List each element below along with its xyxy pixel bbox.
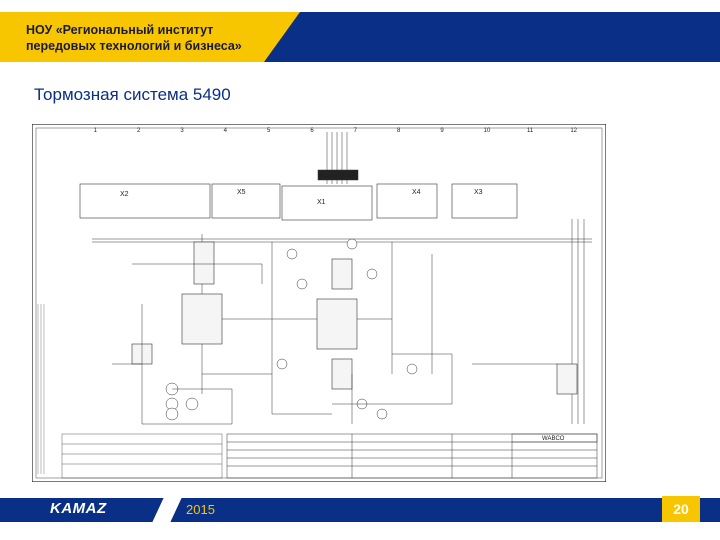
module-label: X5 bbox=[237, 189, 246, 196]
kamaz-logo-block bbox=[0, 498, 175, 522]
page-number-badge: 20 bbox=[662, 496, 700, 522]
module-label: X4 bbox=[412, 189, 421, 196]
header-accent bbox=[0, 12, 300, 62]
column-number: 10 bbox=[484, 128, 491, 134]
column-number: 9 bbox=[440, 128, 444, 134]
module-label: X2 bbox=[120, 191, 129, 198]
module-labels: X2 X5 X1 X4 X3 bbox=[120, 189, 483, 206]
title-block-caption: WABCO bbox=[542, 436, 565, 442]
connection-lines bbox=[112, 254, 557, 425]
module-label: X1 bbox=[317, 199, 326, 206]
column-number: 7 bbox=[354, 128, 358, 134]
module-boxes bbox=[79, 183, 518, 221]
column-number: 6 bbox=[310, 128, 314, 134]
organization-name: НОУ «Региональный институт передовых тех… bbox=[26, 23, 242, 53]
column-number: 3 bbox=[180, 128, 184, 134]
wiring-harness bbox=[92, 132, 592, 424]
column-number: 11 bbox=[527, 128, 534, 134]
module-label: X3 bbox=[474, 189, 483, 196]
column-number: 8 bbox=[397, 128, 401, 134]
column-number: 5 bbox=[267, 128, 271, 134]
notes-block bbox=[61, 433, 223, 479]
kamaz-logo: KAMAZ bbox=[50, 500, 107, 517]
column-number: 4 bbox=[224, 128, 228, 134]
column-number: 2 bbox=[137, 128, 141, 134]
column-number: 1 bbox=[94, 128, 98, 134]
year-label: 2015 bbox=[186, 502, 215, 517]
page-number: 20 bbox=[673, 501, 689, 517]
valve-blocks bbox=[131, 241, 578, 395]
slide-title: Тормозная система 5490 bbox=[34, 85, 231, 104]
legend-text bbox=[37, 304, 45, 474]
column-number: 12 bbox=[570, 128, 577, 134]
title-block bbox=[226, 433, 598, 479]
